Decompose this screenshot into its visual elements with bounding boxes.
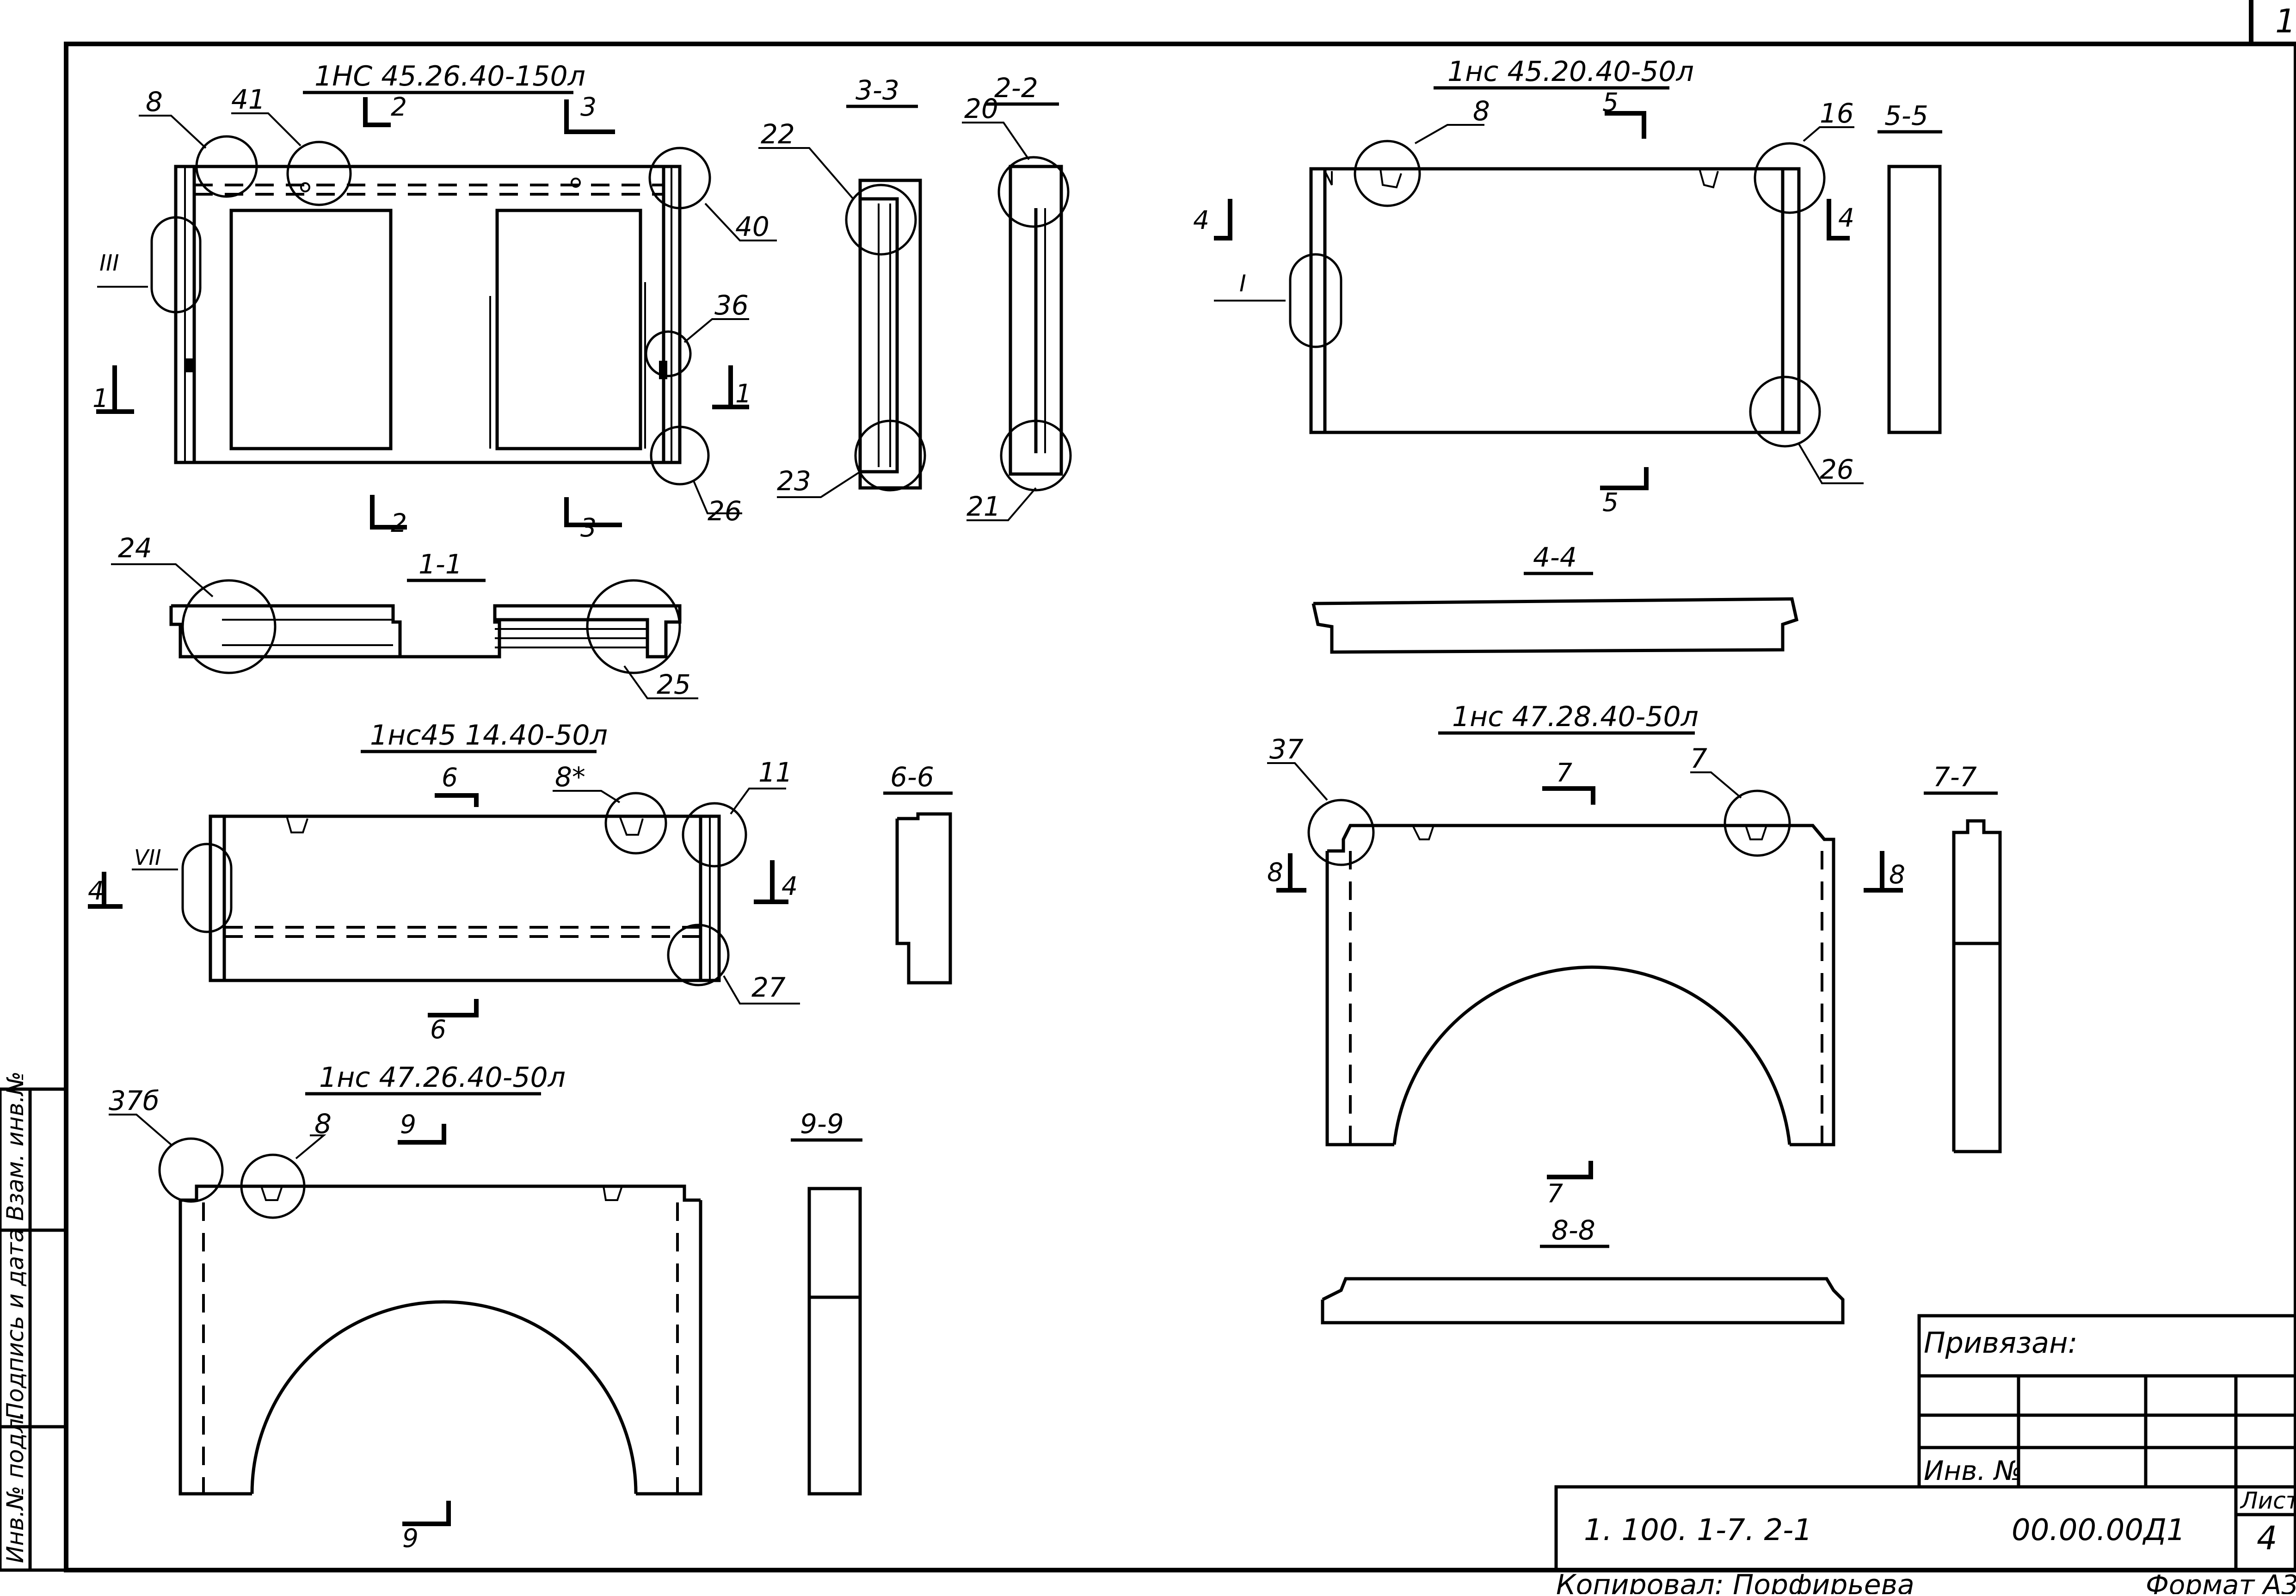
callout-40: 40 <box>735 211 769 242</box>
section-4-4-label: 4-4 <box>1533 542 1577 573</box>
doc-code: 1. 100. 1-7. 2-1 <box>1584 1513 1812 1547</box>
callout-27: 27 <box>751 972 786 1003</box>
panel-4-title: 1нс 47.28.40-50л <box>1452 701 1699 733</box>
cut-2-top: 2 <box>391 92 407 122</box>
callout-26-p2: 26 <box>1820 454 1854 485</box>
cut-2-bottom: 2 <box>391 508 407 538</box>
panel-2-title: 1нс 45.20.40-50л <box>1447 55 1694 88</box>
callout-I: I <box>1239 270 1246 297</box>
side-stamp: Инв.№ подл. Подпись и дата Взам. инв.№ <box>0 1071 68 1572</box>
callout-26-p1: 26 <box>708 495 742 527</box>
section-7-7-label: 7-7 <box>1933 761 1977 793</box>
cut-6-top: 6 <box>442 763 458 792</box>
callout-16: 16 <box>1820 98 1854 129</box>
section-1-1-label: 1-1 <box>419 548 462 580</box>
cut-1-right: 1 <box>735 379 751 408</box>
callout-8-p5: 8 <box>314 1108 332 1140</box>
cut-4-left: 4 <box>1193 205 1209 235</box>
section-9-9: 9-9 <box>791 1108 862 1496</box>
section-6-6-label: 6-6 <box>890 761 934 793</box>
callout-11: 11 <box>758 757 793 788</box>
sheet-corner-number: 12 <box>2275 2 2296 40</box>
callout-23: 23 <box>777 465 811 497</box>
panel-4-elevation: 1нс 47.28.40-50л 37 7 7 7 8 8 <box>1267 701 1905 1208</box>
frame-border <box>64 42 2296 1572</box>
callout-III: III <box>99 250 119 276</box>
section-2-2: 2-2 20 21 <box>962 72 1072 522</box>
callout-36: 36 <box>714 290 749 321</box>
cut-5-bottom: 5 <box>1602 487 1619 517</box>
cut-4-p3-left: 4 <box>88 876 104 906</box>
cut-8-right: 8 <box>1889 860 1905 889</box>
cut-5-top: 5 <box>1602 87 1619 117</box>
section-1-1: 1-1 24 25 <box>111 532 698 700</box>
panel-5-elevation: 1нс 47.26.40-50л 37б 8 9 9 <box>109 1061 702 1553</box>
side-stamp-cell-3: Взам. инв.№ <box>2 1071 29 1221</box>
section-8-8-label: 8-8 <box>1551 1214 1595 1246</box>
callout-8-p2: 8 <box>1473 95 1490 127</box>
panel-2-elevation: 1нс 45.20.40-50л 8 16 26 I 5 5 4 4 <box>1193 55 1864 517</box>
panel-1-elevation: 1НС 45.26.40-150л 8 41 40 36 26 <box>92 60 777 542</box>
cut-7-bottom: 7 <box>1547 1179 1563 1208</box>
format-label: Формат А3 <box>2146 1569 2296 1594</box>
cut-9-top: 9 <box>400 1109 416 1139</box>
panel-1-title: 1НС 45.26.40-150л <box>314 60 585 92</box>
cut-7-top: 7 <box>1556 758 1572 788</box>
cut-4-p3-right: 4 <box>782 871 798 901</box>
section-9-9-label: 9-9 <box>800 1108 844 1140</box>
sheet-label: Лист <box>2240 1487 2296 1514</box>
inv-no-label: Инв. № <box>1924 1455 2022 1486</box>
section-3-3-label: 3-3 <box>856 74 899 106</box>
cut-8-left: 8 <box>1267 857 1283 887</box>
section-3-3: 3-3 22 23 <box>758 74 926 498</box>
callout-37b: 37б <box>109 1085 160 1116</box>
section-4-4: 4-4 <box>1311 542 1799 654</box>
drawing-code: 00.00.00Д1 <box>2012 1513 2185 1547</box>
section-5-5-label: 5-5 <box>1884 100 1928 131</box>
section-5-5: 5-5 <box>1877 100 1942 434</box>
section-6-6: 6-6 <box>883 761 953 985</box>
sheet-number: 4 <box>2257 1519 2278 1557</box>
callout-8-p1: 8 <box>146 86 163 117</box>
callout-41: 41 <box>231 84 265 115</box>
copied-by: Копировал: Порфирьева <box>1556 1569 1914 1594</box>
cut-4-right: 4 <box>1838 203 1854 233</box>
cut-3-bottom: 3 <box>580 513 597 542</box>
cut-9-bottom: 9 <box>402 1523 419 1553</box>
panel-3-elevation: 1нс45 14.40-50л 8* 11 27 VII 6 6 4 4 <box>88 719 800 1044</box>
cut-6-bottom: 6 <box>430 1015 446 1044</box>
callout-VII: VII <box>134 845 161 870</box>
section-2-2-label: 2-2 <box>994 72 1038 104</box>
callout-20: 20 <box>964 93 998 124</box>
title-block: Привязан: Инв. № 1. 100. 1-7. 2-1 00.00.… <box>1554 1314 2296 1596</box>
cut-1-left: 1 <box>92 383 109 413</box>
panel-3-title: 1нс45 14.40-50л <box>370 719 608 752</box>
panel-5-title: 1нс 47.26.40-50л <box>319 1061 566 1094</box>
callout-8-star: 8* <box>555 761 585 793</box>
cut-3-top: 3 <box>580 92 597 122</box>
callout-7: 7 <box>1690 743 1707 774</box>
callout-24: 24 <box>118 532 152 564</box>
callout-37: 37 <box>1269 733 1304 765</box>
side-stamp-cell-1: Инв.№ подл. <box>2 1411 29 1563</box>
section-7-7: 7-7 <box>1924 761 2002 1153</box>
callout-21: 21 <box>966 491 1001 522</box>
privyazan-label: Привязан: <box>1924 1326 2078 1360</box>
callout-25: 25 <box>657 669 691 700</box>
side-stamp-cell-2: Подпись и дата <box>2 1228 29 1420</box>
section-8-8: 8-8 <box>1321 1214 1845 1325</box>
callout-22: 22 <box>761 118 795 150</box>
